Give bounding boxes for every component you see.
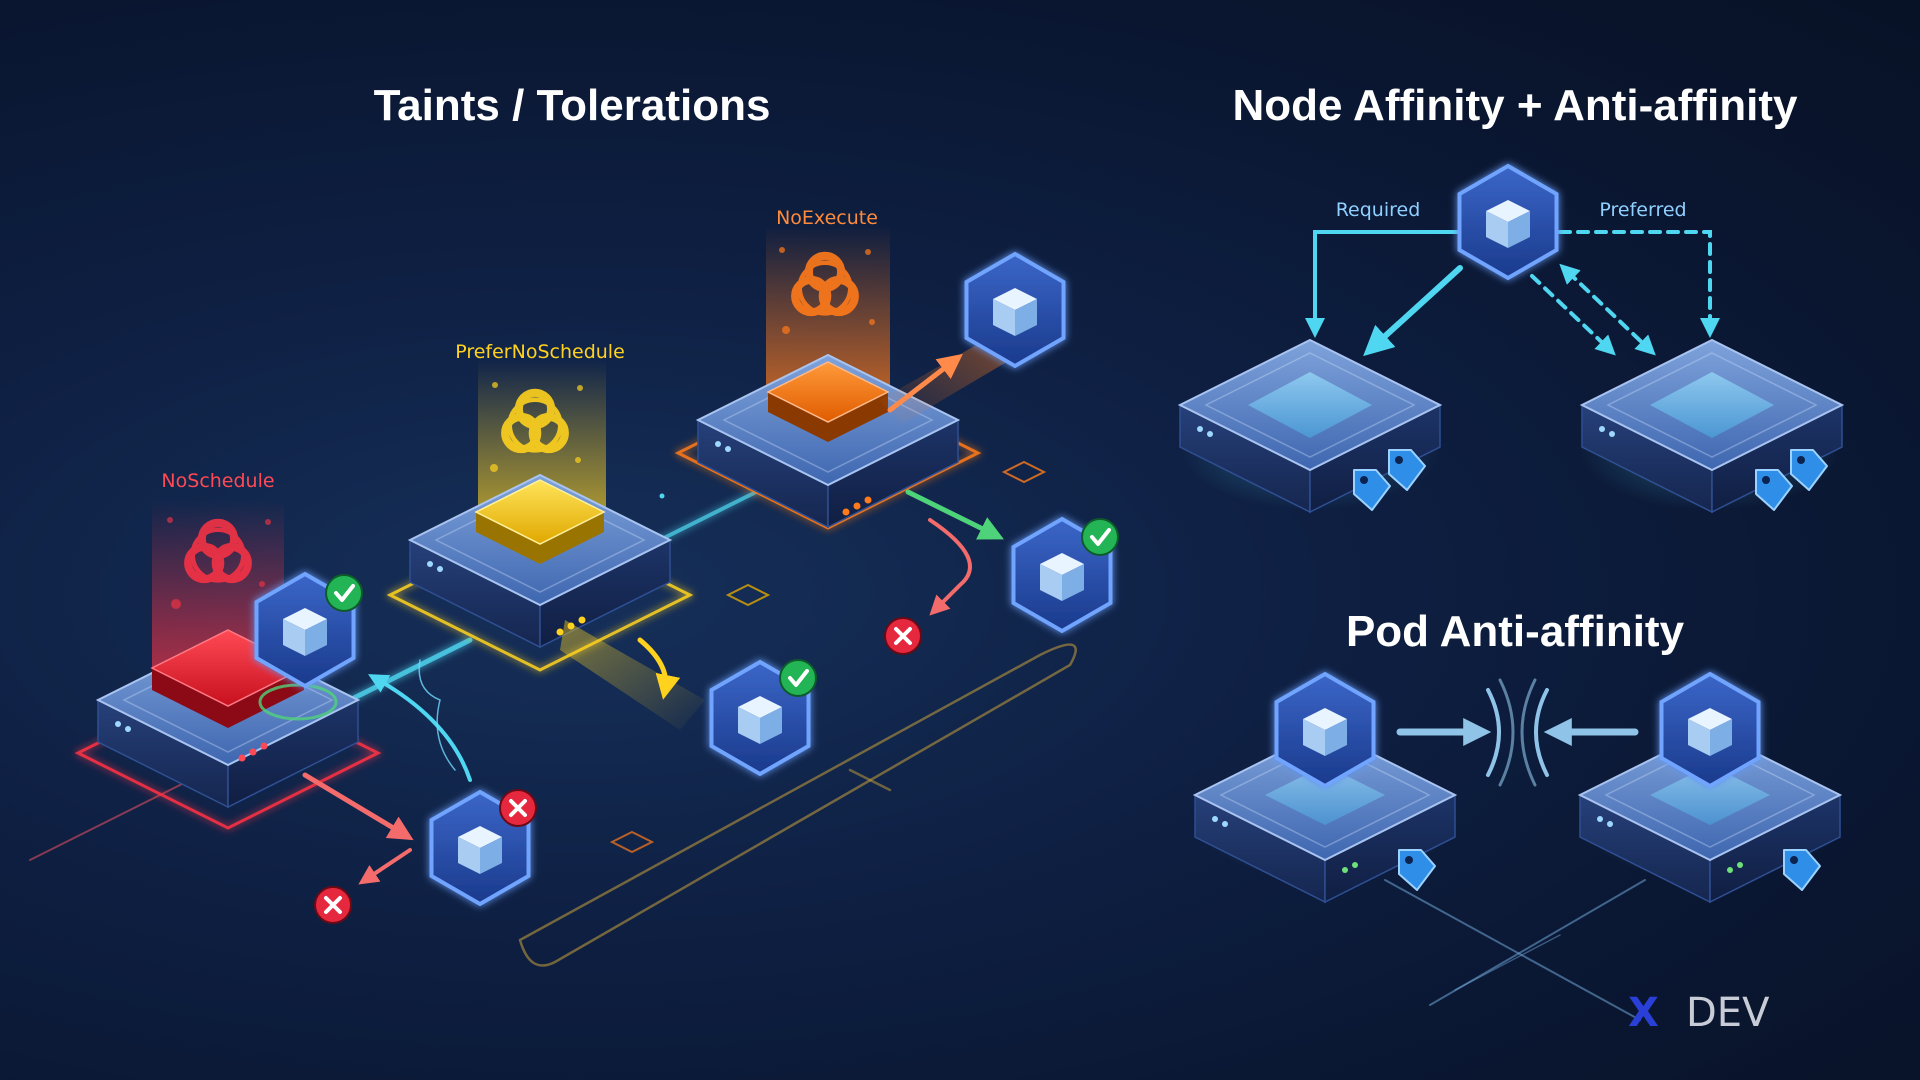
taint-label-noexecute: NoExecute bbox=[776, 207, 878, 229]
brand-mark: X bbox=[1628, 990, 1659, 1036]
pod-anti-affinity-section bbox=[1194, 674, 1841, 903]
brand-logo: X DEV bbox=[1628, 990, 1770, 1036]
tag-icon bbox=[1398, 849, 1436, 891]
required-label: Required bbox=[1336, 199, 1421, 221]
node-prefernoschedule: PreferNoSchedule bbox=[386, 341, 694, 672]
pod-rejected-noschedule bbox=[432, 788, 538, 904]
floor-outline bbox=[29, 643, 1646, 1021]
brand-text: DEV bbox=[1686, 990, 1770, 1036]
affinity-arrows bbox=[1305, 230, 1720, 357]
floor-markers bbox=[609, 460, 1047, 854]
affinity-title: Node Affinity + Anti-affinity bbox=[1232, 81, 1798, 130]
cross-icon bbox=[883, 616, 923, 656]
spore-dots bbox=[779, 247, 875, 334]
pod-tolerated-prefer bbox=[712, 658, 818, 774]
pod-tolerated-noexecute bbox=[1014, 517, 1120, 631]
spore-dots bbox=[167, 517, 271, 609]
cross-icon bbox=[498, 788, 538, 828]
taint-label-noschedule: NoSchedule bbox=[161, 470, 274, 492]
tag-icon bbox=[1783, 849, 1821, 891]
cube-icon bbox=[1460, 166, 1557, 278]
affinity-node-left bbox=[1179, 339, 1441, 513]
preferred-label: Preferred bbox=[1599, 199, 1686, 221]
check-icon bbox=[324, 573, 364, 613]
repel-arrows bbox=[1396, 678, 1639, 787]
check-icon bbox=[778, 658, 818, 698]
node-noexecute: NoExecute bbox=[674, 207, 982, 530]
taint-flows bbox=[258, 320, 1020, 885]
node-leds bbox=[842, 496, 872, 516]
node-affinity-section: Required Preferred bbox=[1179, 166, 1843, 513]
taint-label-prefernoschedule: PreferNoSchedule bbox=[455, 341, 625, 363]
check-icon bbox=[1080, 517, 1120, 557]
taint-pad-orange bbox=[766, 361, 890, 442]
anti-node-left bbox=[1194, 729, 1456, 903]
affinity-node-right bbox=[1581, 339, 1843, 513]
node-leds bbox=[238, 742, 268, 762]
spore-dots bbox=[490, 382, 583, 472]
cross-icon bbox=[313, 885, 353, 925]
taints-title: Taints / Tolerations bbox=[374, 81, 771, 130]
pod-tolerated-noschedule bbox=[257, 573, 364, 686]
anti-node-right bbox=[1579, 729, 1841, 903]
pod-anti-affinity-title: Pod Anti-affinity bbox=[1346, 607, 1685, 656]
taint-pad-yellow bbox=[474, 479, 606, 564]
